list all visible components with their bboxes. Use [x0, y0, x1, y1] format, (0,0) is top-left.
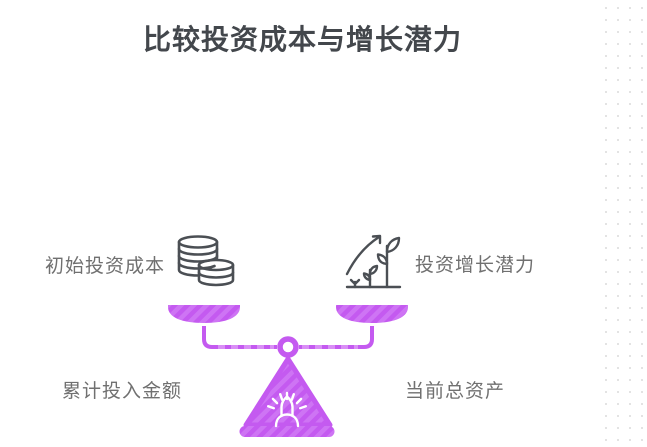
right-scale-pan — [336, 305, 408, 323]
dot-grid-decoration — [597, 0, 647, 447]
stand-base — [239, 426, 335, 437]
pivot-ring — [277, 336, 299, 358]
initial-cost-row: 初始投资成本 — [45, 234, 238, 294]
coins-stack-icon — [174, 234, 238, 294]
left-hanger — [202, 326, 277, 349]
initial-cost-label: 初始投资成本 — [45, 255, 166, 277]
current-assets-label: 当前总资产 — [405, 381, 506, 402]
growth-potential-row: 投资增长潜力 — [343, 230, 535, 297]
lightbulb-icon — [267, 391, 307, 428]
right-hanger — [299, 326, 374, 349]
growth-potential-label: 投资增长潜力 — [415, 255, 536, 276]
stand-triangle — [243, 356, 333, 428]
plant-growth-icon — [343, 230, 403, 297]
page-title: 比较投资成本与增长潜力 — [142, 24, 462, 55]
balance-scale-graphic — [168, 305, 408, 437]
cumulative-input-label: 累计投入金额 — [62, 381, 183, 402]
left-scale-pan — [168, 305, 240, 323]
